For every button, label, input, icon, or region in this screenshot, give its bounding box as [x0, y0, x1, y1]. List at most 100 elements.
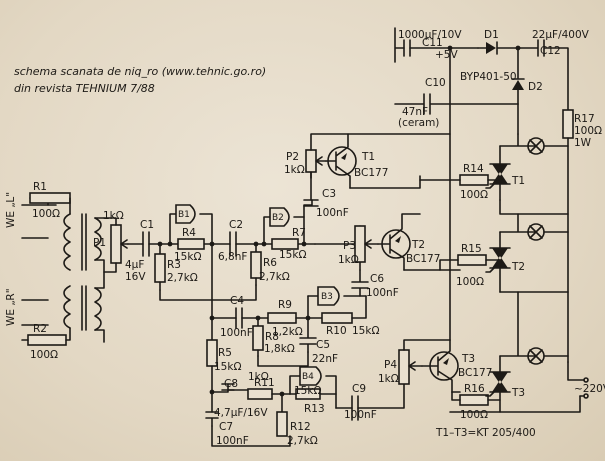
b2-label: B2 [272, 213, 284, 223]
input-right-label: WE „R" [5, 288, 17, 326]
p3-value: 1kΩ [338, 254, 359, 266]
c3-label: C3 [322, 188, 336, 200]
c4-value: 100nF [220, 327, 253, 339]
transformer-right-coil [94, 217, 102, 261]
r11-label: R11 [254, 377, 275, 389]
triac-type-note: T1–T3=KT 205/400 [435, 427, 536, 439]
r8-label: R8 [265, 331, 279, 343]
p4-label: P4 [384, 359, 397, 371]
r1-value: 100Ω [32, 208, 60, 220]
supply-label: +5V [435, 49, 458, 61]
d1-label: D1 [484, 29, 499, 41]
c2-value: 6,8nF [218, 251, 247, 263]
r14-value: 100Ω [460, 189, 488, 201]
c7-value: 100nF [216, 435, 249, 447]
t3-type: BC177 [458, 367, 492, 379]
p1-potentiometer [110, 224, 122, 264]
c6-capacitor [351, 269, 369, 297]
c6-label: C6 [370, 273, 384, 285]
d2-label: D2 [528, 81, 543, 93]
r10-label: R10 [326, 325, 347, 337]
p4-value: 1kΩ [378, 373, 399, 385]
c1-voltage: 16V [125, 271, 146, 283]
r13-label: R13 [304, 403, 325, 415]
c11-value: 1000µF/10V [398, 29, 462, 41]
t1-type: BC177 [354, 167, 388, 179]
r14-resistor [459, 174, 489, 186]
r10-value: 15kΩ [352, 325, 379, 337]
triac-t3 [492, 372, 508, 392]
filter-stage-b4: R5 15kΩ C8 4,7µF/16V C7 100nF R11 1kΩ R1… [205, 317, 405, 447]
c10-label: C10 [425, 77, 446, 89]
r7-resistor [271, 238, 299, 250]
t1-label: T1 [361, 151, 375, 163]
channel-1: P2 1kΩ T1 BC177 R14 100Ω [284, 133, 499, 201]
b1-label: B1 [178, 210, 190, 220]
r1-resistor [29, 192, 71, 204]
r12-label: R12 [290, 421, 311, 433]
r6-label: R6 [263, 257, 277, 269]
c10-note: (ceram) [398, 117, 439, 129]
t3-label: T3 [461, 353, 475, 365]
r16-resistor [459, 394, 489, 406]
c10-value: 47nF [402, 106, 428, 118]
channel-3: P4 1kΩ T3 BC177 R16 100Ω [378, 339, 501, 421]
c11-label: C11 [422, 37, 443, 49]
r3-value: 2,7kΩ [167, 272, 198, 284]
b1-gate [175, 204, 196, 224]
input-left-label: WE „L" [5, 192, 17, 228]
channel-2: P3 1kΩ T2 BC177 R15 100Ω [314, 213, 501, 288]
input-filter: C1 4µF 16V R3 2,7kΩ B1 R4 15kΩ C2 6,8nF … [125, 169, 349, 291]
c4-label: C4 [230, 295, 244, 307]
c7-label: C7 [219, 421, 233, 433]
c11-capacitor [403, 39, 411, 57]
c8-label: C8 [224, 378, 238, 390]
r2-label: R2 [33, 323, 47, 335]
r15-label: R15 [461, 243, 482, 255]
triac-outputs: T1 T2 T3 ~220V T1–T3=KT 205/400 [435, 133, 605, 439]
c5-value: 22nF [312, 353, 338, 365]
r8-resistor [252, 325, 264, 351]
c9-label: C9 [352, 383, 366, 395]
r16-value: 100Ω [460, 409, 488, 421]
r17-label: R17 [574, 113, 595, 125]
c6-value: 100nF [366, 287, 399, 299]
r11-resistor [247, 388, 273, 400]
triac-t2-label: T2 [511, 261, 525, 273]
c12-value: 22µF/400V [532, 29, 590, 41]
t2-type: BC177 [406, 253, 440, 265]
c9-value: 100nF [344, 409, 377, 421]
r12-value: 2,7kΩ [287, 435, 318, 447]
r7-value: 15kΩ [279, 249, 306, 261]
c1-capacitor [142, 231, 150, 257]
r12-resistor [276, 411, 288, 437]
r4-value: 15kΩ [174, 251, 201, 263]
p3-label: P3 [343, 240, 356, 252]
c1-value: 4µF [125, 259, 144, 271]
p4-potentiometer [398, 349, 410, 385]
r4-label: R4 [182, 227, 196, 239]
c5-capacitor [299, 317, 317, 353]
t2-label: T2 [411, 239, 425, 251]
b3-gate [317, 286, 340, 306]
r7-label: R7 [292, 227, 306, 239]
r17-value: 100Ω [574, 125, 602, 137]
r11-value: 1kΩ [248, 371, 269, 383]
r15-value: 100Ω [456, 276, 484, 288]
b4-gate [299, 366, 322, 386]
r5-label: R5 [218, 347, 232, 359]
r6-value: 2,7kΩ [259, 271, 290, 283]
r3-label: R3 [167, 259, 181, 271]
r2-value: 100Ω [30, 349, 58, 361]
c7-capacitor [205, 411, 219, 427]
r17-resistor [562, 109, 574, 139]
r9-label: R9 [278, 299, 292, 311]
r1-label: R1 [33, 181, 47, 193]
filter-stage-b3: C4 100nF R8 1,8kΩ R9 1,2kΩ C5 22nF R10 1… [209, 243, 399, 365]
triac-t2 [492, 248, 508, 268]
p2-potentiometer [305, 149, 317, 173]
r8-value: 1,8kΩ [264, 343, 295, 355]
r13-value: 15kΩ [294, 385, 321, 397]
